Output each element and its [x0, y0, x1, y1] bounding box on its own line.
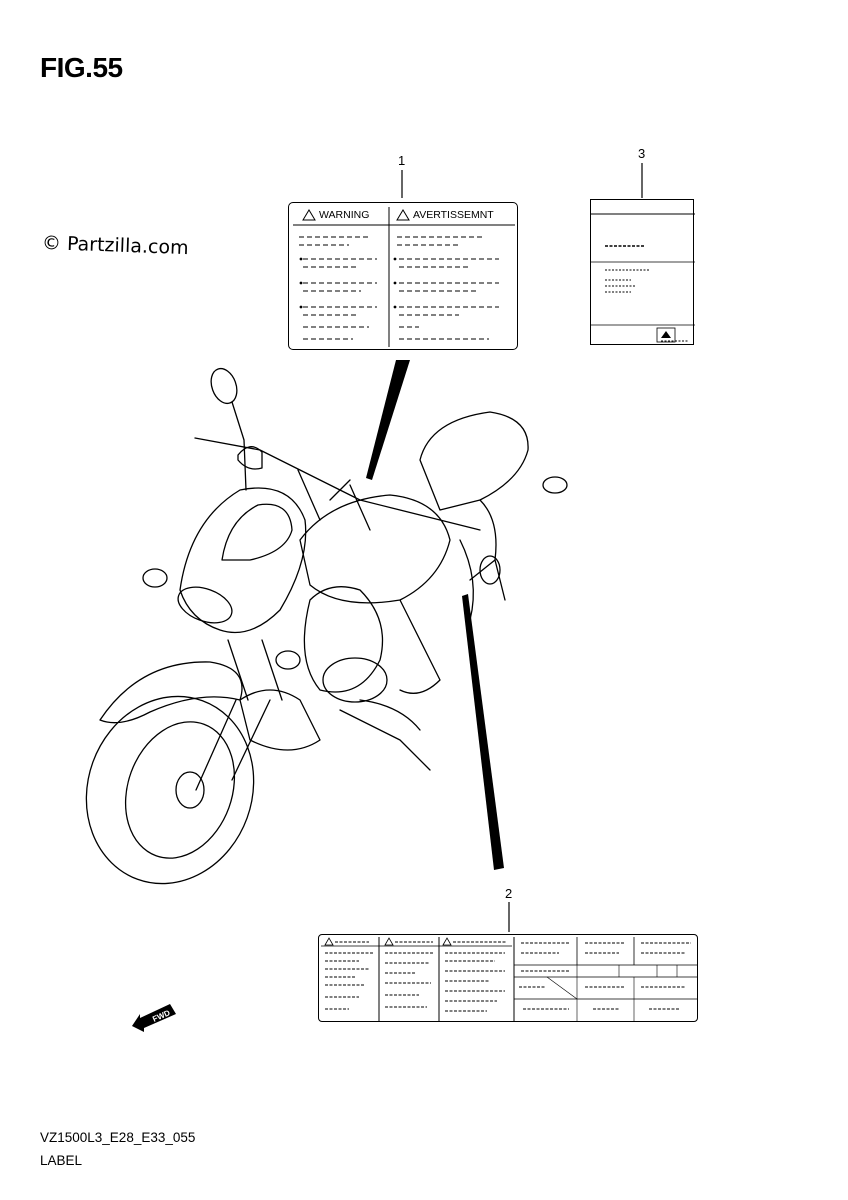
front-hub: [175, 771, 205, 809]
label-3-lines: [591, 213, 695, 343]
callout-2: 2: [505, 886, 513, 901]
label-2-info-panel: [318, 934, 698, 1022]
label-2-pointer: [462, 594, 504, 870]
headlight-cowl: [179, 487, 307, 634]
label-2-lines: [321, 937, 697, 1021]
rear-turn-signal: [479, 555, 501, 585]
headlight-lower: [177, 586, 233, 624]
figure-name: LABEL: [40, 1153, 83, 1168]
seat-side: [469, 499, 497, 581]
callout-3: 3: [638, 146, 646, 161]
callout-1: 1: [398, 153, 406, 168]
label-1-warning-heading: WARNING: [319, 209, 370, 221]
handlebar: [194, 437, 481, 531]
label-1-avertissement-heading: AVERTISSEMNT: [413, 209, 494, 221]
label-1-pointer: [366, 360, 410, 480]
front-turn-signal-left: [142, 568, 168, 588]
front-fork: [195, 639, 283, 791]
exhaust-pipe: [359, 699, 421, 731]
frame-lines: [297, 469, 371, 531]
seat: [419, 411, 529, 511]
mirror-left-stem: [231, 401, 247, 491]
side-cover: [399, 599, 441, 694]
engine-case: [322, 657, 388, 703]
label-1-lines: [293, 207, 515, 347]
motorcycle-outline: [85, 367, 568, 885]
label-1-warning: WARNING AVERTISSEMNT: [288, 202, 518, 350]
front-turn-signal-right: [275, 650, 301, 670]
rear-frame: [459, 539, 506, 621]
front-tire: [85, 695, 255, 885]
radiator: [239, 689, 321, 751]
forward-arrow-text: FWD: [151, 1008, 172, 1024]
fuel-tank: [299, 494, 451, 604]
headlight: [221, 503, 293, 561]
left-grip-lever: [237, 446, 263, 470]
mirror-left: [210, 367, 238, 405]
figure-title: FIG.55: [40, 52, 123, 83]
engine-cylinder: [303, 586, 384, 693]
kickstand: [339, 709, 431, 771]
front-fender: [99, 661, 243, 724]
figure-code: VZ1500L3_E28_E33_055: [40, 1130, 196, 1145]
forward-arrow-icon: FWD: [130, 1004, 182, 1032]
mirror-right: [542, 476, 568, 494]
front-rim: [124, 721, 236, 859]
label-3-info-card: [590, 199, 695, 345]
